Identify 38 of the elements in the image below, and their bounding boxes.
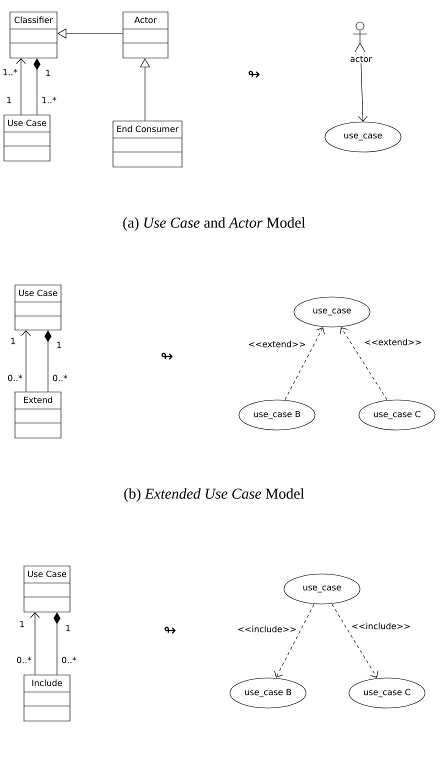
multiplicity: 1 [66,624,70,632]
actor-label: actor [350,56,372,62]
caption: (a) Use Case and Actor Model [123,217,306,231]
multiplicity: 0..* [62,656,76,664]
multiplicity: 1 [7,96,11,104]
class-box: Use Case [14,284,62,330]
class-box: End Consumer [112,120,182,168]
multiplicity: 1 [11,338,15,344]
class-box: Actor [122,12,168,58]
edge-label: <<extend>> [363,338,423,346]
loop-arrow-symbol: ↬ [164,626,176,634]
multiplicity: 0..* [17,656,32,664]
multiplicity: 1 [46,70,50,76]
class-box: Include [24,674,70,722]
edge-label: <<include>> [236,624,298,634]
arrow [16,58,26,115]
arrow [21,330,31,392]
multiplicity: 1..* [3,68,18,76]
class-box: Use Case [24,566,70,612]
dashed-arrow [340,327,388,400]
edge-label: <<extend>> [247,340,307,348]
class-box: Extend [14,392,62,438]
loop-arrow-symbol: ↬ [248,70,260,78]
dashed-arrow [332,604,378,678]
multiplicity: 1 [57,342,61,348]
class-box: Use Case [4,114,50,162]
dashed-arrow [284,327,325,400]
multiplicity: 0..* [8,374,22,382]
edge-label: <<include>> [350,622,412,630]
arrow [358,63,368,122]
multiplicity: 1 [20,620,24,628]
arrow [30,612,40,675]
multiplicity: 1..* [42,96,56,104]
loop-arrow-symbol: ↬ [162,352,173,360]
caption: (b) Extended Use Case Model [124,488,304,502]
multiplicity: 0..* [53,374,68,382]
class-box: Classifier [10,12,58,58]
dashed-arrow [274,604,314,678]
